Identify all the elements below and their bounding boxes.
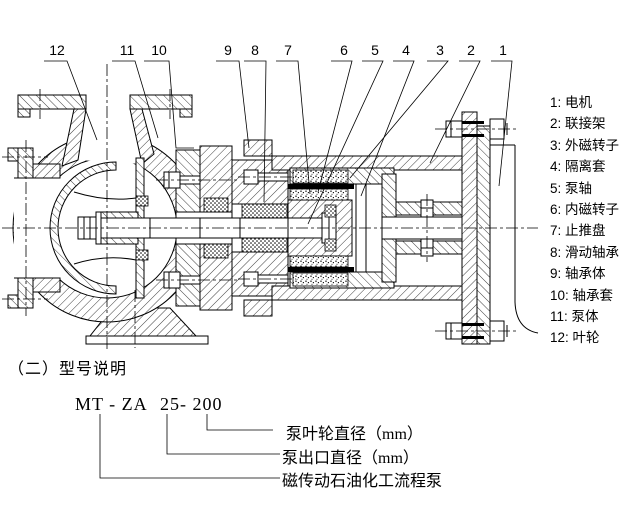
legend-item: 3: 外磁转子 (550, 137, 620, 153)
callout-2: 2 (467, 42, 475, 58)
discharge-flange (17, 94, 193, 118)
legend-item: 4: 隔离套 (550, 159, 606, 175)
callout-7: 7 (284, 42, 292, 58)
label-outlet-diameter: 泵出口直径（mm） (282, 450, 419, 467)
legend-item: 9: 轴承体 (550, 266, 606, 282)
centerlines (2, 64, 538, 350)
model-section-title: （二）型号说明 (8, 361, 128, 378)
legend-item: 6: 内磁转子 (550, 202, 620, 218)
pump-shaft (77, 204, 337, 252)
legend-item: 7: 止推盘 (550, 223, 606, 239)
legend-item: 12: 叶轮 (550, 330, 600, 346)
outer-magnet-rotor (289, 167, 473, 289)
model-code-prefix: MT - ZA (75, 394, 148, 414)
motor-body (489, 140, 539, 334)
callout-leader-lines (44, 60, 513, 225)
callout-4: 4 (402, 42, 410, 58)
label-impeller-diameter: 泵叶轮直径（mm） (286, 426, 423, 443)
callout-9: 9 (224, 42, 232, 58)
label-pump-type: 磁传动石油化工流程泵 (282, 473, 443, 490)
parts-legend: 1: 电机 2: 联接架 3: 外磁转子 4: 隔离套 5: 泵轴 6: 内磁转… (550, 92, 638, 349)
legend-item: 1: 电机 (550, 95, 593, 110)
legend-item: 2: 联接架 (550, 116, 606, 132)
callout-3: 3 (436, 42, 444, 58)
legend-item: 5: 泵轴 (550, 180, 593, 196)
legend-item: 8: 滑动轴承 (550, 244, 620, 260)
model-code-size: 25- 200 (160, 394, 223, 414)
callout-1: 1 (499, 42, 507, 58)
legend-item: 11: 泵体 (550, 309, 599, 325)
callout-11: 11 (119, 42, 135, 58)
callout-10: 10 (151, 42, 167, 58)
callout-5: 5 (371, 42, 379, 58)
discharge-neck (61, 108, 155, 167)
model-code-connectors (99, 414, 280, 479)
callout-12: 12 (49, 42, 65, 58)
connecting-frame (243, 139, 463, 317)
callout-8: 8 (251, 42, 259, 58)
legend-item: 10: 轴承套 (550, 287, 614, 303)
callout-6: 6 (340, 42, 348, 58)
